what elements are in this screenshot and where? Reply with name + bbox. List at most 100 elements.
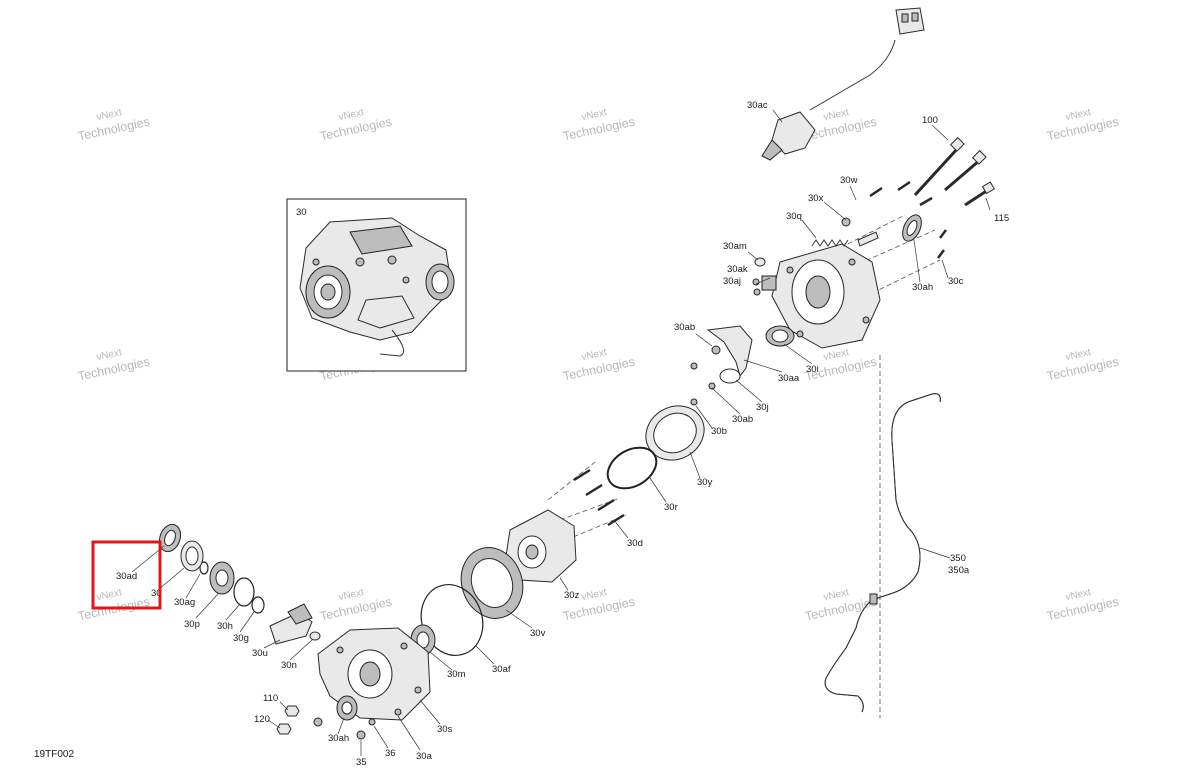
sleeve-30y: [645, 405, 705, 461]
callout-30m: 30m: [447, 669, 466, 680]
callout-30aa: 30aa: [778, 373, 800, 384]
ring-30ag: [199, 561, 209, 575]
watermark: vNext Technologies: [319, 587, 393, 623]
callout-30am: 30am: [723, 241, 747, 252]
assembled-gearbox-image: [299, 217, 455, 357]
seal-30ah-top: [902, 214, 922, 242]
callout-100: 100: [922, 115, 938, 126]
callout-30ak: 30ak: [727, 264, 748, 275]
callout-350: 350: [950, 553, 966, 564]
oring-30h: [233, 577, 255, 607]
callout-30z: 30z: [564, 590, 580, 601]
washers-30ab-30j: [690, 362, 741, 406]
svg-text:vNext: vNext: [1065, 587, 1093, 603]
speed-sensor-30ac: [761, 7, 925, 161]
callout-30b: 30b: [711, 426, 727, 437]
pinion-30u: [269, 603, 313, 645]
callout-30s: 30s: [437, 724, 453, 735]
callout-115: 115: [994, 213, 1009, 224]
inset-label: 30: [296, 207, 307, 218]
watermark: vNext Technologies: [562, 587, 636, 623]
ring-30g: [251, 596, 265, 614]
watermark: vNext Technologies: [562, 107, 636, 143]
svg-text:vNext: vNext: [96, 107, 124, 123]
callout-30ah-top: 30ah: [912, 282, 933, 293]
svg-text:vNext: vNext: [338, 587, 366, 603]
seal-30ah-bottom: [336, 695, 358, 721]
highlight-box: [91, 540, 162, 610]
callout-30ad: 30ad: [116, 571, 137, 582]
callout-110: 110: [263, 693, 278, 704]
svg-text:vNext: vNext: [823, 587, 851, 603]
svg-text:vNext: vNext: [823, 107, 851, 123]
callout-30a: 30a: [416, 751, 433, 762]
svg-text:vNext: vNext: [96, 347, 124, 363]
assembly-axes: [547, 214, 941, 718]
watermark: vNext Technologies: [1046, 107, 1120, 143]
callout-35: 35: [356, 757, 367, 768]
svg-text:vNext: vNext: [1065, 347, 1093, 363]
svg-text:vNext: vNext: [581, 587, 609, 603]
svg-text:vNext: vNext: [823, 347, 851, 363]
long-bolts-100-115: [913, 136, 996, 207]
bearing-30p: [209, 561, 235, 595]
callout-labels: 30ac 100 30w 30x 30q 115 30am 30ak 30aj …: [116, 100, 1009, 768]
front-housing-30s: [317, 627, 431, 721]
callout-30ag: 30ag: [174, 597, 195, 608]
bolts-110-120: [276, 705, 323, 735]
fork-30aa: [706, 325, 753, 378]
svg-text:vNext: vNext: [581, 347, 609, 363]
small-parts-30am-30aj: [752, 257, 766, 296]
watermark: vNext Technologies: [1046, 347, 1120, 383]
callout-30r: 30r: [664, 502, 678, 513]
svg-text:vNext: vNext: [1065, 107, 1093, 123]
callout-350a: 350a: [948, 565, 970, 576]
bolts-30d: [573, 468, 625, 527]
seal-30i: [765, 325, 795, 347]
callout-30h: 30h: [217, 621, 233, 632]
callout-30: 30: [151, 588, 162, 599]
watermark: vNext Technologies: [562, 347, 636, 383]
ring-gear-30v: [460, 547, 524, 619]
callout-30af: 30af: [492, 664, 511, 675]
small-bolts-30w-30c: [869, 180, 947, 259]
breather-hose-350: [824, 393, 941, 713]
callout-30x: 30x: [808, 193, 824, 204]
callout-30n: 30n: [281, 660, 297, 671]
watermark: vNext Technologies: [77, 107, 151, 143]
svg-text:vNext: vNext: [338, 107, 366, 123]
callout-30ab-mid: 30ab: [732, 414, 753, 425]
callout-30y: 30y: [697, 477, 713, 488]
cup-30: [180, 540, 204, 572]
watermark: vNext Technologies: [804, 587, 878, 623]
callout-30u: 30u: [252, 648, 268, 659]
callout-30ah-bottom: 30ah: [328, 733, 349, 744]
oring-30r: [606, 446, 658, 490]
svg-text:vNext: vNext: [581, 107, 609, 123]
differential-30z: [505, 509, 577, 583]
watermark: vNext Technologies: [1046, 587, 1120, 623]
leader-lines: [131, 109, 991, 756]
callout-30i: 30i: [806, 364, 819, 375]
watermark: vNext Technologies: [319, 107, 393, 143]
callout-30q: 30q: [786, 211, 802, 222]
callout-30aj: 30aj: [723, 276, 741, 287]
watermarks: vNext Technologies vNext Technologies vN…: [77, 107, 1120, 623]
watermark: vNext Technologies: [77, 587, 151, 623]
spring-30q: [811, 217, 879, 247]
callout-30w: 30w: [840, 175, 858, 186]
callout-30g: 30g: [233, 633, 249, 644]
callout-30c: 30c: [948, 276, 964, 287]
callout-30j: 30j: [756, 402, 769, 413]
plugs-35-36-30a: [356, 708, 402, 740]
callout-30ac: 30ac: [747, 100, 768, 111]
callout-30d: 30d: [627, 538, 643, 549]
rear-housing-cover: [761, 243, 881, 349]
figure-code: 19TF002: [34, 749, 74, 760]
watermark: vNext Technologies: [77, 347, 151, 383]
assembly-inset: 30: [286, 198, 467, 372]
callout-120: 120: [254, 714, 270, 725]
callout-30v: 30v: [530, 628, 546, 639]
